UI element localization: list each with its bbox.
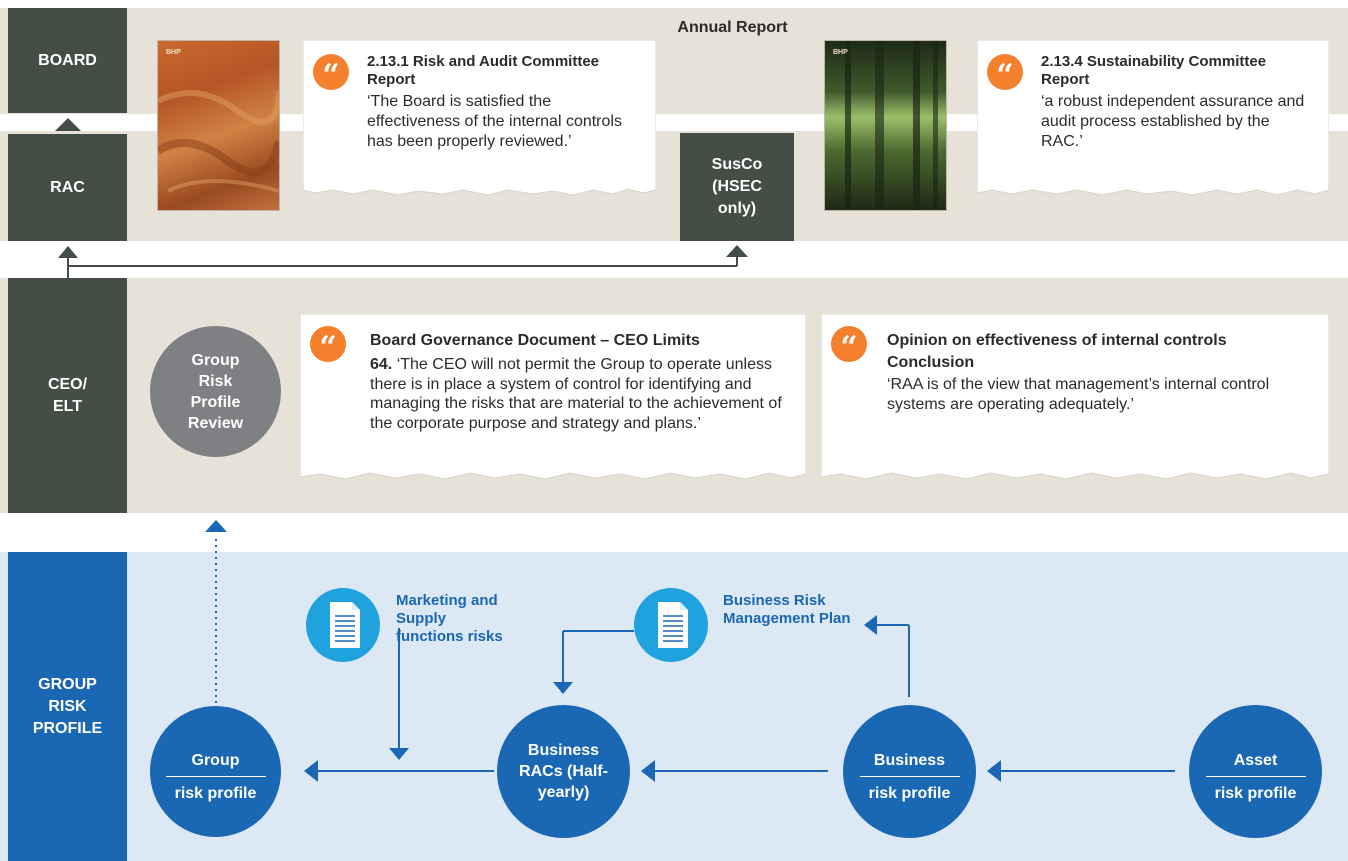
annual-report-cover-1: BHP [157,40,280,211]
quote-icon: “ [987,54,1023,93]
marketing-doc-label: Marketing and Supply functions risks [396,592,503,645]
asset-circle-top: Asset [1233,752,1278,769]
group-circle-bottom: risk profile [174,785,257,802]
circle-divider [859,776,960,777]
arrow-down-to-racs [553,682,573,694]
quote-title: Opinion on effectiveness of internal con… [887,332,1227,349]
quote-card-governance: “ Board Governance Document – CEO Limits… [300,314,806,492]
quote-body: ‘a robust independent assurance and audi… [1041,93,1305,150]
brmp-doc-label: Business Risk Management Plan [723,592,851,627]
quote-title: Board Governance Document – CEO Limits [370,332,700,349]
card-paper [821,314,1329,480]
group-risk-profile-circle: Group risk profile [150,706,281,837]
circle-divider [1205,776,1306,777]
quote-subtitle: Conclusion [887,354,975,371]
row-label-group-risk-profile: GROUP RISK PROFILE [8,552,127,861]
ceo-elt-text: CEO/ ELT [47,375,88,415]
quote-body-text: ‘The CEO will not permit the Group to op… [370,356,782,432]
cover-brand-1: BHP [166,49,181,56]
quote-icon: “ [831,326,867,365]
arrow-left-to-business [987,760,1001,782]
quote-body: 64. ‘The CEO will not permit the Group t… [370,355,790,433]
quote-card-opinion: “ Opinion on effectiveness of internal c… [821,314,1329,492]
arrow-up-to-rac [58,246,78,258]
marketing-doc-circle [306,588,380,662]
row-label-board: BOARD [8,8,127,113]
asset-risk-profile-circle: Asset risk profile [1189,705,1322,838]
quote-title: 2.13.4 Sustainability Committee Report [1041,53,1267,88]
susco-label: SusCo (HSEC only) [711,156,763,217]
quote-body: ‘The Board is satisfied the effectivenes… [367,93,622,150]
group-risk-profile-text: GROUP RISK PROFILE [32,675,103,737]
cover-forest-texture [845,41,938,210]
cover-rock-texture [158,90,279,193]
arrow-left-to-group [304,760,318,782]
susco-box: SusCo (HSEC only) [680,133,794,241]
circle-divider [165,776,266,777]
business-racs-label: Business RACs (Half-yearly) [519,742,608,801]
business-circle-top: Business [873,752,946,769]
business-circle-bottom: risk profile [868,785,951,802]
card-paper [977,40,1329,196]
brmp-doc-circle [634,588,708,662]
quote-title: 2.13.1 Risk and Audit Committee Report [367,53,600,88]
group-risk-profile-review-label: Group Risk Profile Review [187,351,244,432]
group-risk-profile-review-circle: Group Risk Profile Review [150,326,281,457]
arrow-up-to-board [55,118,81,131]
document-icon [658,602,688,648]
quote-icon: “ [310,326,346,365]
connector-arrows-top [55,118,748,278]
annual-report-label: Annual Report [677,19,788,36]
card-paper [300,314,806,480]
arrow-up-to-review [205,520,227,532]
quote-number: 64. [370,356,393,373]
asset-circle-bottom: risk profile [1214,785,1297,802]
arrow-left-to-racs [641,760,655,782]
annual-report-cover-2: BHP [824,40,947,211]
card-paper [303,40,656,196]
quote-card-rac-report: “ 2.13.1 Risk and Audit Committee Report… [303,40,656,208]
arrow-up-to-susco [726,245,748,257]
arrow-down-marketing [389,748,409,760]
document-icon [330,602,360,648]
quote-card-sustainability-report: “ 2.13.4 Sustainability Committee Report… [977,40,1329,208]
group-circle-top: Group [191,752,240,769]
quote-icon: “ [313,54,349,93]
business-racs-circle: Business RACs (Half-yearly) [497,705,630,838]
quote-body: ‘RAA is of the view that management’s in… [887,376,1270,413]
cover-brand-2: BHP [833,49,848,56]
business-risk-profile-circle: Business risk profile [843,705,976,838]
arrow-left-to-brmp [864,615,877,635]
row-label-rac: RAC [8,134,127,241]
row-label-ceo-elt: CEO/ ELT [8,278,127,513]
